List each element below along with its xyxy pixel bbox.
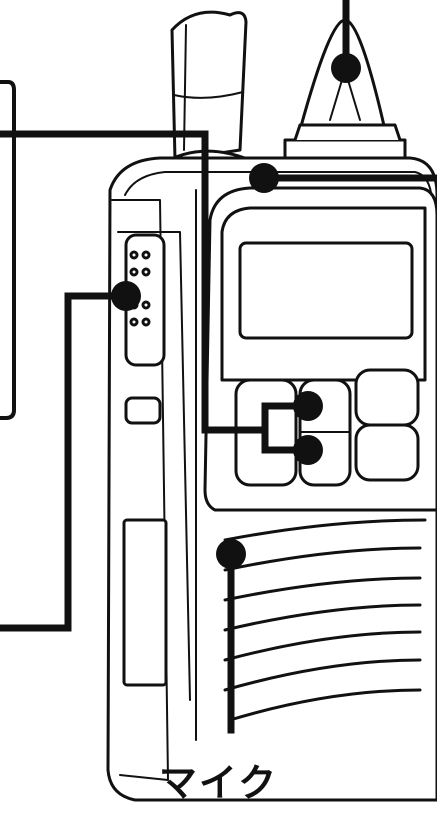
callout-dot-antenna-jack (331, 53, 361, 83)
callout-line-side (0, 296, 126, 628)
callout-dot-key-up (293, 391, 323, 421)
mic-caption: マイク (0, 752, 437, 807)
callout-dot-mic (216, 539, 246, 569)
lcd-screen (240, 243, 412, 338)
callout-dot-top (249, 163, 279, 193)
callout-dot-key-down (293, 435, 323, 465)
callout-dot-side (111, 281, 141, 311)
